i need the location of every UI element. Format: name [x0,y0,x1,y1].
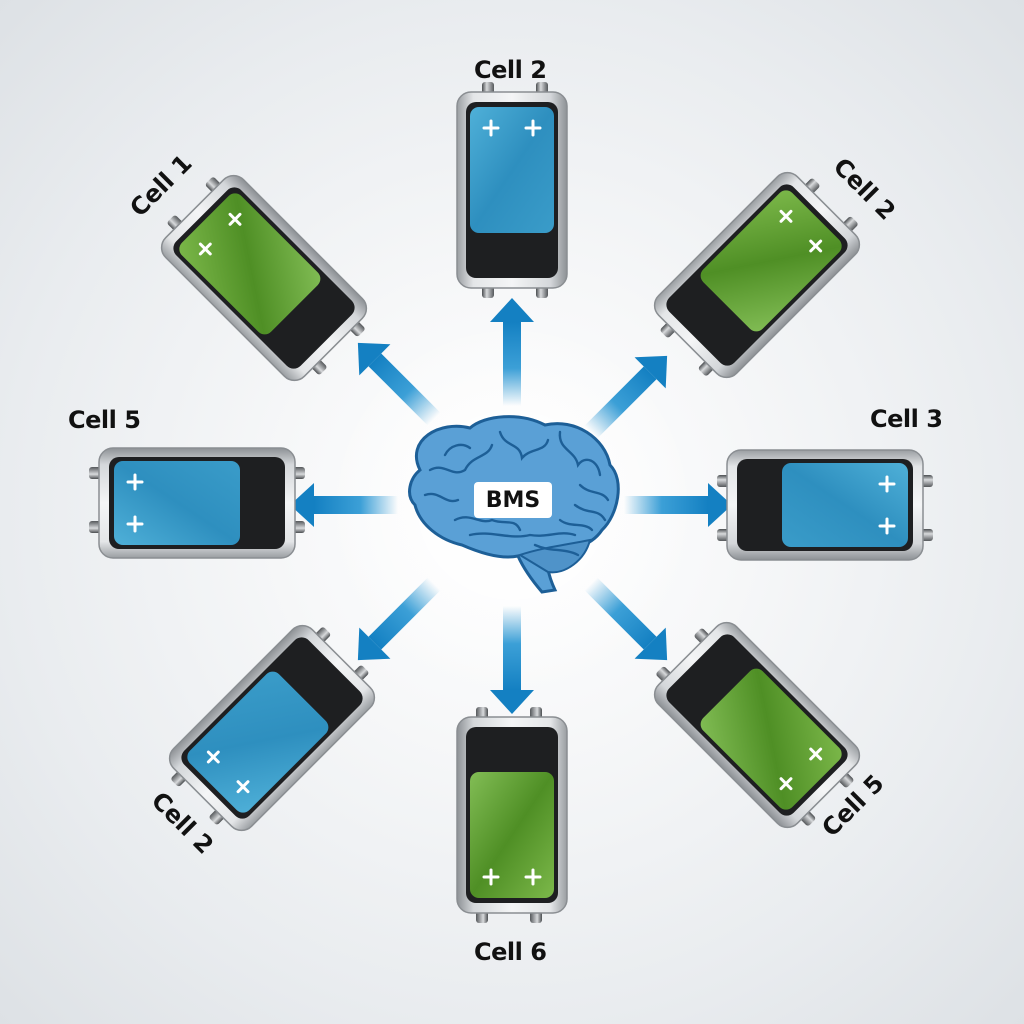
bms-label: BMS [474,482,552,518]
label-cell-right: Cell 3 [870,405,943,433]
label-cell-top-left: Cell 1 [124,149,197,222]
cell-top[interactable] [455,80,569,300]
cell-bottom-left[interactable] [155,611,389,845]
cell-right[interactable] [715,448,935,562]
label-cell-bottom: Cell 6 [474,938,547,966]
cell-top-left[interactable] [147,161,381,395]
cell-top-right[interactable] [640,158,874,392]
label-cell-left: Cell 5 [68,406,141,434]
cell-left[interactable] [87,446,307,560]
label-cell-top-right: Cell 2 [828,152,901,225]
cell-bottom[interactable] [455,705,569,925]
label-cell-top: Cell 2 [474,56,547,84]
